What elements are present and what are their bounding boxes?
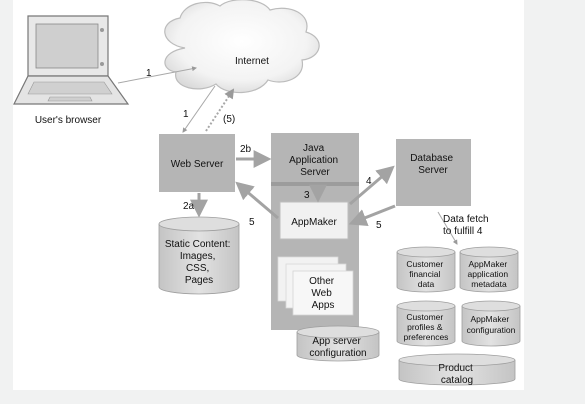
cloud-icon [164, 0, 320, 94]
edge-db-appmaker [348, 204, 396, 227]
java-app-server-label: Java Application Server [289, 143, 341, 178]
appmaker-metadata-cylinder [459, 246, 519, 293]
edge-appmaker-db-label: 4 [366, 176, 372, 187]
customer-financial-label: Customer financial data [406, 259, 445, 289]
browser-label: User's browser [35, 115, 102, 126]
appmaker-config-cylinder [461, 300, 521, 347]
product-catalog-cylinder [398, 353, 516, 386]
edge-browser-internet-label: 1 [146, 68, 152, 79]
other-web-apps-stack [277, 256, 354, 316]
app-server-config-cylinder [296, 325, 380, 362]
edge-web-internet-label: (5) [223, 114, 235, 125]
database-server [396, 139, 471, 206]
static-content-cylinder [158, 216, 240, 295]
appmaker-box [279, 201, 349, 240]
product-catalog-label: Product catalog [438, 363, 475, 386]
appmaker-config-label: AppMaker configuration [467, 314, 516, 335]
customer-profiles-cylinder [396, 300, 456, 347]
edge-web-internet [205, 88, 235, 132]
laptop-icon [13, 15, 130, 105]
edge-appmaker-web [235, 181, 279, 220]
appmaker-metadata-label: AppMaker application metadata [467, 259, 510, 289]
edge-browser-internet [117, 66, 197, 84]
edge-appmaker-db [349, 165, 395, 206]
java-app-server-divider [271, 182, 359, 186]
edge-appmaker-web-label: 5 [249, 217, 255, 228]
edge-internet-web-label: 1 [183, 109, 189, 120]
other-web-apps-label: Other Web Apps [309, 276, 337, 311]
edge-internet-web [182, 85, 216, 133]
web-server-label: Web Server [171, 159, 224, 170]
database-server-label: Database Server [410, 153, 456, 176]
internet-label: Internet [235, 56, 269, 67]
app-server-config-label: App server configuration [309, 336, 366, 359]
customer-profiles-label: Customer profiles & preferences [404, 312, 449, 342]
customer-financial-cylinder [396, 246, 456, 293]
web-server [159, 134, 235, 192]
edge-web-static-label: 2a [183, 201, 195, 212]
edge-java-appmaker-label: 3 [304, 190, 310, 201]
data-fetch-label: Data fetch to fulfill 4 [443, 214, 491, 237]
edge-db-appmaker-label: 5 [376, 220, 382, 231]
edge-data-fetch [437, 211, 458, 245]
static-content-label: Static Content: Images, CSS, Pages [165, 239, 233, 286]
appmaker-label: AppMaker [291, 217, 337, 228]
edge-web-java-label: 2b [240, 144, 252, 155]
